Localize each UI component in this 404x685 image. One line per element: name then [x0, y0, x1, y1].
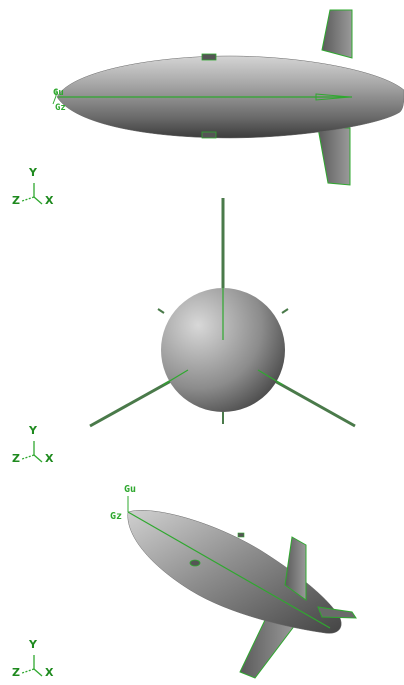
- triad-1-y-label: Y: [29, 166, 37, 179]
- iso-lower-fin: [239, 619, 296, 679]
- iso-side-fin: [317, 606, 357, 619]
- top-fitting: [201, 53, 217, 61]
- iso-hull: [127, 510, 342, 634]
- side-frame-label-u: Gu: [53, 88, 64, 98]
- side-frame-label-z: Gz: [55, 103, 66, 113]
- lower-tail-fin: [317, 127, 351, 186]
- iso-frame-label-u: Gu: [124, 484, 137, 495]
- iso-frame-label-z: Gz: [110, 511, 123, 522]
- bottom-fitting: [201, 131, 217, 139]
- stub-upper-right: [281, 308, 289, 314]
- isometric-view: [127, 496, 357, 679]
- upper-tail-fin: [321, 9, 353, 59]
- triad-3-z-label: Z: [12, 666, 20, 679]
- hull-cross-section: [161, 288, 285, 412]
- axis-triad-1: [21, 183, 43, 205]
- triad-1-x-label: X: [45, 194, 54, 207]
- triad-3-y-label: Y: [29, 638, 37, 651]
- fin-right-edge: [257, 369, 284, 386]
- iso-side-fitting: [189, 559, 201, 567]
- triad-1-z-label: Z: [12, 194, 20, 207]
- fin-left-edge: [162, 369, 189, 386]
- iso-upper-fin: [284, 536, 307, 601]
- triad-3-x-label: X: [45, 666, 54, 679]
- triad-2-x-label: X: [45, 452, 54, 465]
- triad-2-z-label: Z: [12, 452, 20, 465]
- front-view: [89, 198, 356, 428]
- triad-2-y-label: Y: [29, 424, 37, 437]
- side-view: [52, 9, 404, 186]
- centerline-arrowhead: [315, 93, 351, 101]
- axis-triad-2: [21, 441, 43, 463]
- iso-centerline: [127, 511, 331, 629]
- stub-upper-left: [157, 308, 165, 314]
- nose-frame-z-axis: [52, 95, 57, 105]
- axis-triad-3: [21, 655, 43, 677]
- iso-top-fitting: [237, 532, 245, 538]
